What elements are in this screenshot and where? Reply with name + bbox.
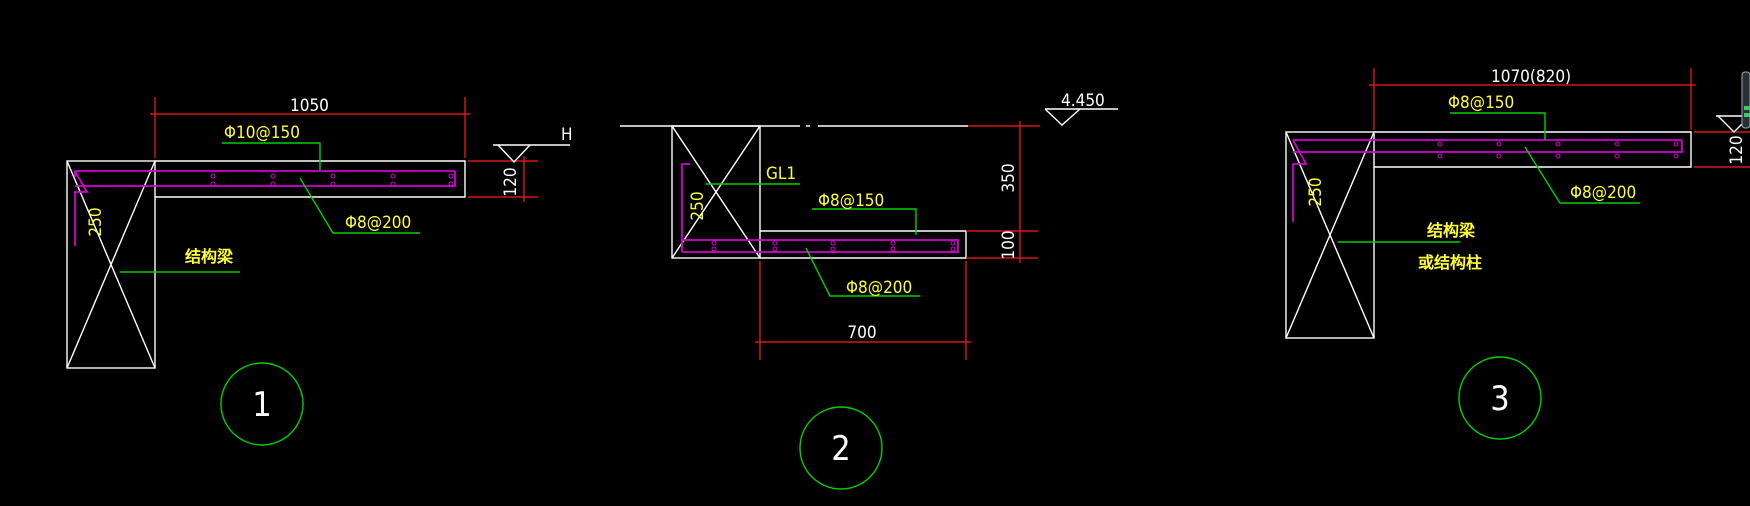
beam-section-2 (671, 125, 761, 259)
beam-label-1: 结构梁 (184, 247, 234, 266)
dim-thickness-3: 120 (1727, 135, 1747, 164)
beam-section-1 (66, 160, 156, 369)
level-label-1: H (561, 125, 573, 145)
view-scrollbar[interactable] (1741, 71, 1750, 129)
bottom-rebar-1 (75, 171, 456, 187)
detail-2: 4.450 GL1 Φ8@150 Φ8@200 350 100 700 250 … (620, 91, 1118, 490)
dist-bars-3 (1437, 141, 1679, 159)
leader-top-bar-2 (812, 208, 917, 235)
slab-rebar-2 (682, 239, 959, 253)
level-symbol-2 (1044, 108, 1081, 126)
dim-thickness-1: 120 (501, 167, 521, 196)
column-label-3: 或结构柱 (1418, 253, 1482, 272)
anchor-rebar-2 (681, 163, 690, 252)
dist-bar-label-3: Φ8@200 (1570, 183, 1636, 203)
detail-3: 1070(820) 120 250 Φ8@150 Φ8@200 结构梁 或结构柱… (1285, 67, 1750, 440)
dist-bar-label-1: Φ8@200 (345, 213, 411, 233)
level-symbol-1 (497, 144, 531, 164)
dist-bars-2 (711, 240, 956, 252)
leader-top-bar-1 (222, 142, 321, 170)
dist-bars-1 (210, 173, 454, 187)
anchor-rebar-3 (1292, 139, 1308, 222)
slab-2 (760, 230, 967, 259)
detail-number-circle-2 (799, 406, 883, 490)
dim-width-3: 1070(820) (1491, 67, 1571, 87)
bottom-rebar-3 (1293, 140, 1683, 153)
top-rebar-1 (74, 170, 455, 177)
beam-depth-2: 250 (688, 191, 708, 220)
top-bar-label-1: Φ10@150 (224, 123, 300, 143)
beam-depth-3: 250 (1306, 177, 1326, 206)
slab-3 (1374, 131, 1692, 168)
anchor-rebar-1 (74, 170, 89, 246)
leader-bottom-bar-2 (805, 247, 920, 297)
dim-thickness-2: 100 (999, 230, 1019, 259)
beam-depth-1: 250 (86, 207, 106, 236)
level-label-2: 4.450 (1061, 91, 1105, 111)
detail-number-2: 2 (831, 429, 850, 469)
top-bar-label-3: Φ8@150 (1448, 93, 1514, 113)
detail-1: 1050 H 120 250 Φ10@150 Φ8@200 结构梁 1 (66, 96, 573, 446)
leader-top-bar-3 (1450, 112, 1546, 140)
beam-section-3 (1285, 131, 1375, 339)
detail-number-circle-3 (1458, 356, 1542, 440)
leader-dist-bar-3 (1524, 146, 1640, 204)
detail-number-circle-1 (220, 362, 304, 446)
dim-width-1: 1050 (290, 96, 329, 116)
dim-height-2: 350 (999, 163, 1019, 192)
dim-width-2: 700 (847, 323, 876, 343)
bottom-bar-label-2: Φ8@200 (846, 278, 912, 298)
top-bar-label-2: Φ8@150 (818, 191, 884, 211)
beam-name-2: GL1 (766, 164, 796, 184)
detail-number-3: 3 (1490, 379, 1509, 419)
slab-1 (155, 160, 466, 198)
detail-number-1: 1 (252, 385, 271, 425)
beam-label-3: 结构梁 (1426, 221, 1476, 240)
leader-dist-bar-1 (299, 177, 420, 234)
